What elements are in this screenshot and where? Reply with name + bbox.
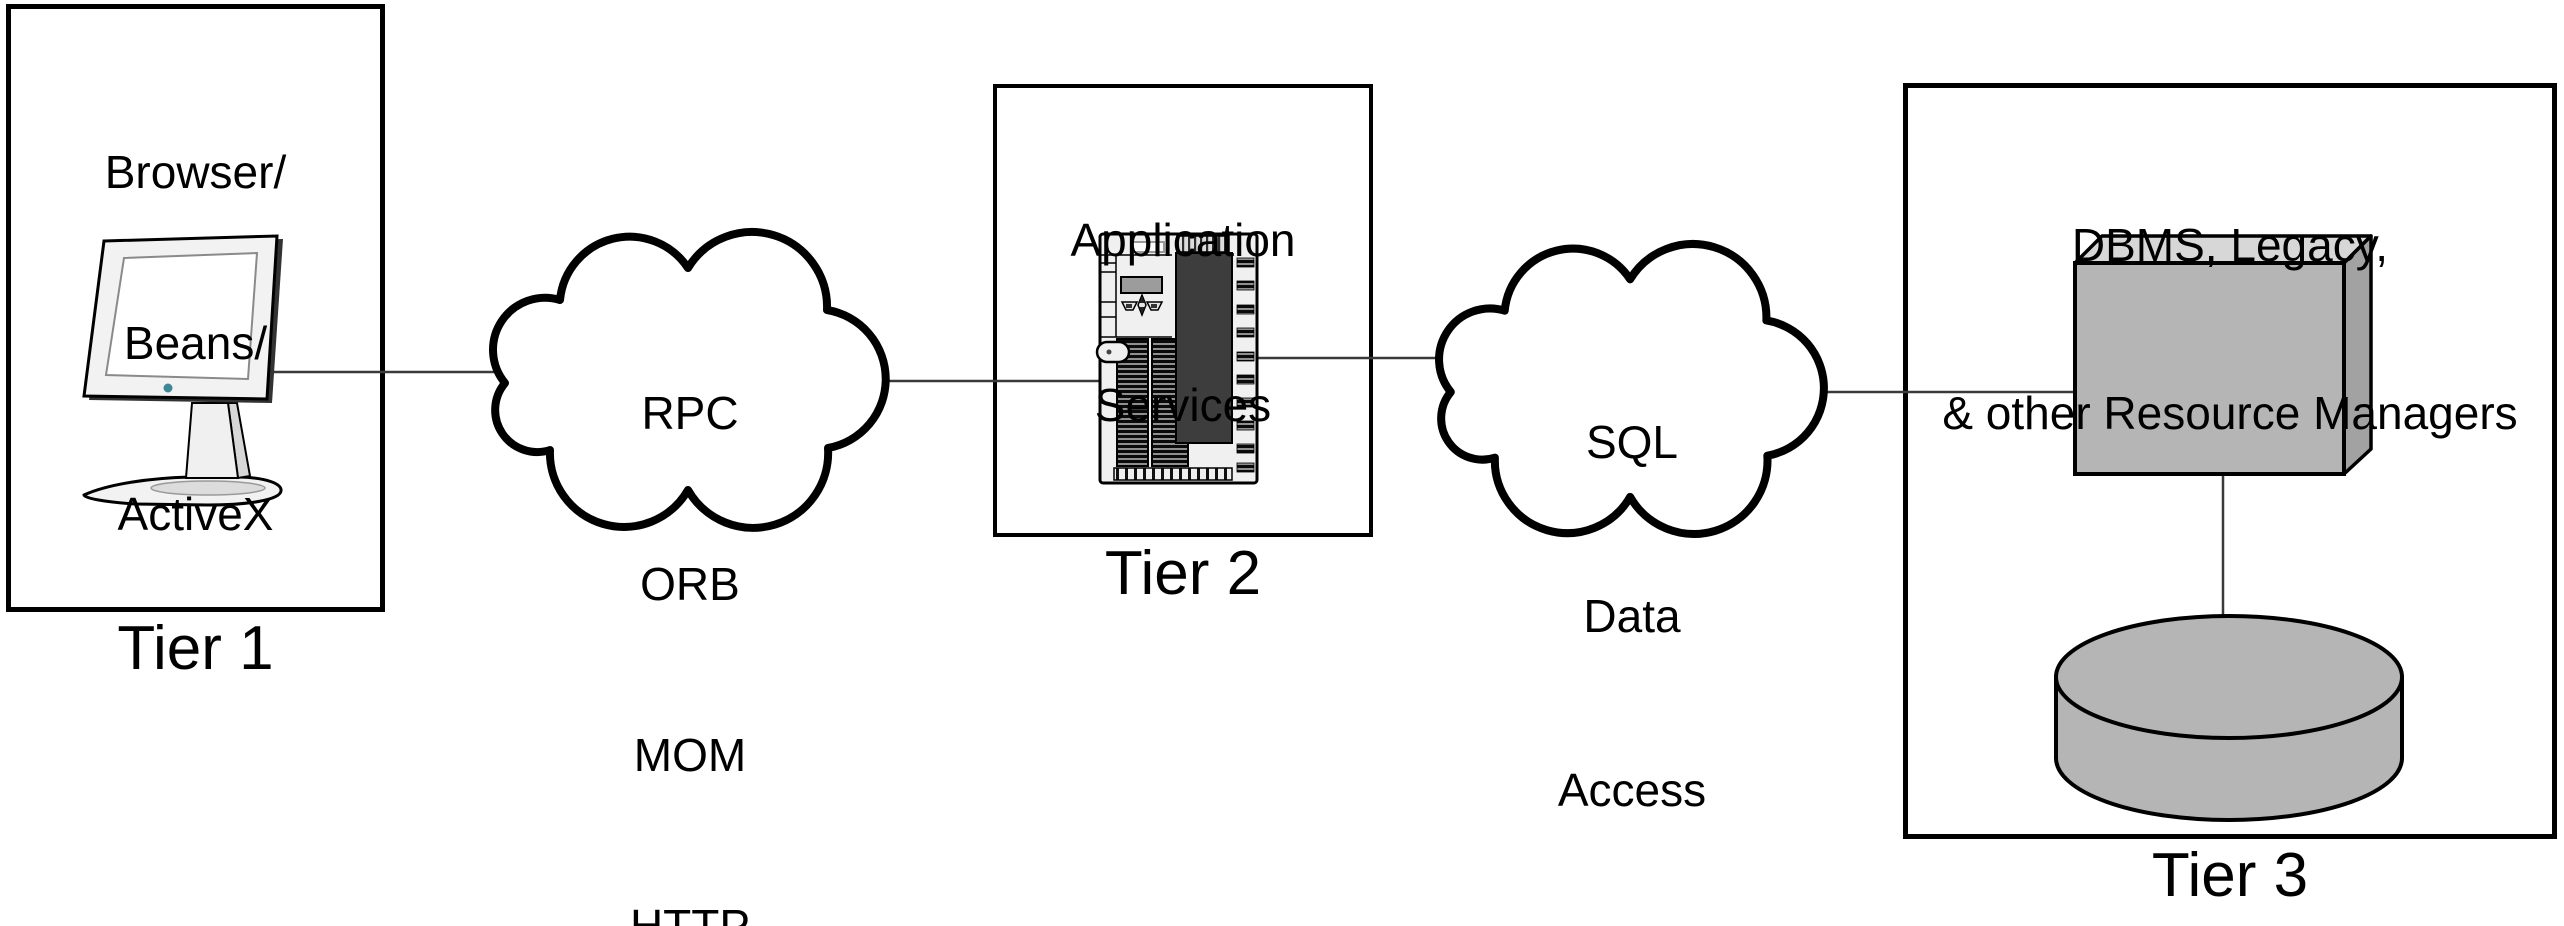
tier1-box-title-line3: ActiveX — [117, 488, 274, 540]
tier1-box-title: Browser/ Beans/ ActiveX — [6, 30, 385, 657]
cloud2-line2: Data — [1583, 590, 1681, 642]
server-lcd-display — [1120, 276, 1163, 294]
connector-lines — [270, 356, 2225, 618]
tier3-label: Tier 3 — [2151, 841, 2309, 910]
monitor-screen — [104, 251, 259, 381]
tier1-label: Tier 1 — [117, 614, 274, 683]
tier2-box — [993, 84, 1373, 537]
cloud2-line3: Access — [1557, 764, 1707, 816]
server-lock-tab — [1095, 340, 1131, 364]
server-dark-panel — [1175, 252, 1233, 444]
cloud2-line1: SQL — [1585, 416, 1679, 468]
server-tower-icon — [1095, 232, 1259, 485]
cloud1-line2: ORB — [640, 558, 740, 610]
cloud2-text: SQL Data Access — [1441, 297, 1823, 926]
database-cylinder-icon — [2054, 614, 2404, 822]
tier2-box-title-line1: Application — [1070, 214, 1296, 266]
tier2-box-title: Application Services — [993, 103, 1373, 543]
desktop-monitor-icon — [82, 234, 283, 507]
tier1-box-title-line1: Browser/ — [104, 146, 287, 198]
cloud1-text: RPC ORB MOM HTTP — [495, 271, 885, 926]
cloud1-line3: MOM — [633, 729, 747, 781]
network-cloud-icon-2 — [1435, 240, 1828, 538]
tier3-box-title-line2: & other Resource Managers — [1942, 387, 2518, 439]
tier3-box — [1903, 83, 2557, 839]
tier3-box-title: DBMS, Legacy, & other Resource Managers — [1903, 105, 2557, 553]
tier3-box-title-line1: DBMS, Legacy, — [2071, 219, 2389, 271]
server-drive-bays — [1236, 257, 1255, 473]
cloud1-line4: HTTP — [629, 900, 751, 926]
storage-box-icon — [2073, 234, 2373, 476]
tier1-box — [6, 4, 385, 612]
tier1-box-title-line2: Beans/ — [123, 317, 268, 369]
tier2-label: Tier 2 — [1104, 539, 1262, 608]
tier2-box-title-line2: Services — [1094, 379, 1272, 431]
monitor-logo-dot — [163, 383, 173, 393]
network-cloud-icon-1 — [489, 228, 890, 532]
cloud1-line1: RPC — [641, 387, 739, 439]
